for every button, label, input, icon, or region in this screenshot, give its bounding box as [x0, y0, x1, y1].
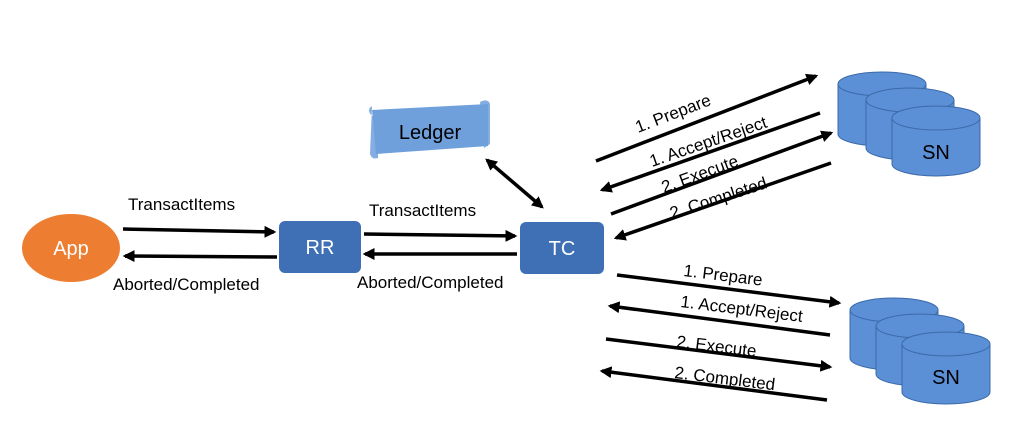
- arrow-rr-to-app: [122, 250, 278, 263]
- label-bottom-completed: 2. Completed: [674, 363, 777, 394]
- arrow-bottom-prepare: [616, 273, 842, 308]
- arrow-top-completed: [613, 161, 832, 241]
- sn-bottom-label: SN: [932, 367, 960, 389]
- ledger-scroll-right-curl: [480, 100, 490, 148]
- app-node-label: App: [53, 238, 89, 260]
- tc-node-label: TC: [549, 238, 576, 260]
- label-rr-tc-response: Aborted/Completed: [357, 273, 503, 292]
- arrow-top-execute: [610, 130, 834, 216]
- sn-top-cylinder-3: [891, 105, 981, 177]
- arrow-bottom-completed: [599, 366, 828, 402]
- app-node: App: [22, 214, 120, 282]
- arrow-top-prepare: [595, 73, 819, 163]
- label-rr-tc-request: TransactItems: [369, 201, 476, 220]
- ledger-label: Ledger: [399, 122, 462, 144]
- rr-node: RR: [279, 221, 361, 273]
- arrow-bottom-execute: [605, 337, 833, 372]
- ledger-node: Ledger: [369, 100, 490, 159]
- label-app-rr-request: TransactItems: [128, 195, 235, 214]
- label-bottom-execute: 2. Execute: [676, 332, 758, 361]
- arrow-ledger-tc: [485, 158, 544, 209]
- arrow-app-to-rr: [122, 225, 277, 238]
- label-app-rr-response: Aborted/Completed: [113, 275, 259, 294]
- ledger-scroll-left-curl: [369, 106, 378, 159]
- tc-node: TC: [520, 222, 604, 274]
- arrow-bottom-accept-reject: [607, 301, 831, 337]
- arrow-top-accept-reject: [599, 111, 821, 193]
- rr-node-label: RR: [306, 237, 335, 259]
- sn-top-node: SN: [837, 71, 981, 177]
- arrow-rr-to-tc: [363, 229, 518, 242]
- sn-bottom-node: SN: [849, 297, 991, 405]
- app-node-shape: [22, 214, 120, 282]
- ledger-scroll-shape: [372, 104, 488, 154]
- sn-bottom-cylinder-3: [901, 331, 991, 405]
- sn-top-label: SN: [922, 142, 950, 164]
- rr-node-shape: [279, 221, 361, 273]
- tc-node-shape: [520, 222, 604, 274]
